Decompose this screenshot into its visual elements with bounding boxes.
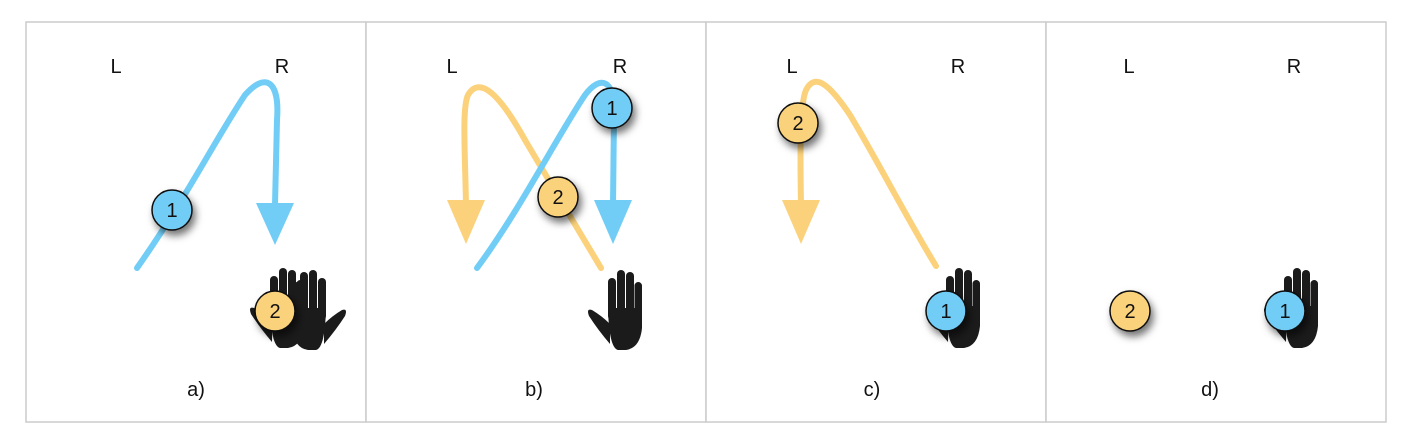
ball-1: 1 bbox=[591, 87, 633, 129]
panel-caption: b) bbox=[525, 379, 543, 401]
ball-1-arrowhead bbox=[594, 200, 632, 244]
ball-number: 2 bbox=[269, 301, 280, 323]
ball-number: 2 bbox=[1124, 301, 1135, 323]
ball-number: 1 bbox=[606, 98, 617, 120]
right-hand-label: R bbox=[951, 56, 965, 78]
right-hand-label: R bbox=[613, 56, 627, 78]
panel-frame bbox=[705, 21, 1047, 423]
panel-caption: d) bbox=[1201, 379, 1219, 401]
ball-2: 2 bbox=[537, 176, 579, 218]
ball-number: 2 bbox=[552, 187, 563, 209]
ball-number: 1 bbox=[166, 200, 177, 222]
ball-2: 2 bbox=[1109, 290, 1151, 332]
panel-frame bbox=[25, 21, 367, 423]
ball-1-arrowhead bbox=[256, 203, 294, 245]
ball-1: 1 bbox=[151, 189, 193, 231]
ball-1: 1 bbox=[925, 290, 967, 332]
ball-number: 1 bbox=[1279, 301, 1290, 323]
ball-number: 1 bbox=[940, 301, 951, 323]
panel-caption: a) bbox=[187, 379, 205, 401]
ball-2: 2 bbox=[777, 102, 819, 144]
left-hand-label: L bbox=[1123, 56, 1134, 78]
panel-frame bbox=[365, 21, 707, 423]
panel-a: L R 1 2 a) bbox=[25, 21, 367, 423]
ball-1: 1 bbox=[1264, 290, 1306, 332]
right-hand-label: R bbox=[275, 56, 289, 78]
ball-2-arrowhead bbox=[447, 200, 485, 244]
panel-b: L R 1 2 b) bbox=[365, 21, 1366, 423]
left-hand-label: L bbox=[110, 56, 121, 78]
panel-c: L R 2 1 c) bbox=[705, 21, 1047, 423]
left-hand-label: L bbox=[786, 56, 797, 78]
right-hand-label: R bbox=[1287, 56, 1301, 78]
left-hand-label: L bbox=[446, 56, 457, 78]
ball-number: 2 bbox=[792, 113, 803, 135]
panel-d: L R 2 1 d) bbox=[1045, 21, 1387, 423]
panel-caption: c) bbox=[864, 379, 881, 401]
ball-2-arrowhead bbox=[782, 200, 820, 244]
ball-2: 2 bbox=[254, 290, 296, 332]
panel-frame bbox=[1045, 21, 1387, 423]
